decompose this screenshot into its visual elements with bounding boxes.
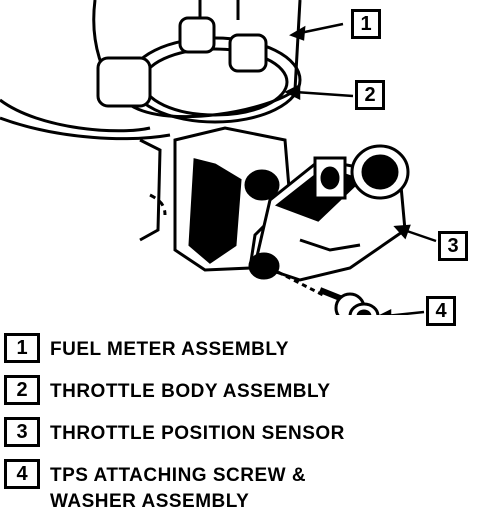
callout-3: 3 <box>438 231 468 261</box>
arrowhead-3 <box>393 224 411 240</box>
legend-label: FUEL METER ASSEMBLY <box>50 339 289 360</box>
legend-item-screw-washer: 4 TPS ATTACHING SCREW & WASHER ASSEMBLY <box>2 459 492 512</box>
legend-item-throttle-body: 2 THROTTLE BODY ASSEMBLY <box>2 375 492 417</box>
throttle-body-assembly <box>139 126 292 272</box>
callout-1: 1 <box>351 9 381 39</box>
exploded-view-drawing <box>0 0 437 315</box>
legend-number: 2 <box>4 375 40 405</box>
callout-4: 4 <box>426 296 456 326</box>
arrowhead-2 <box>284 83 301 101</box>
leader-lines <box>284 22 437 315</box>
legend-label: THROTTLE POSITION SENSOR <box>50 423 345 444</box>
legend-item-tps: 3 THROTTLE POSITION SENSOR <box>2 417 492 459</box>
legend-label: THROTTLE BODY ASSEMBLY <box>50 381 331 402</box>
legend-number: 4 <box>4 459 40 489</box>
fuel-meter-assembly <box>0 0 302 141</box>
throttle-position-sensor <box>248 144 410 282</box>
callout-2: 2 <box>355 80 385 110</box>
tps-screw-washer <box>269 266 380 315</box>
arrowhead-4 <box>379 308 392 315</box>
legend-number: 1 <box>4 333 40 363</box>
legend-label: TPS ATTACHING SCREW & WASHER ASSEMBLY <box>50 465 307 512</box>
parts-legend: 1 FUEL METER ASSEMBLY 2 THROTTLE BODY AS… <box>2 333 492 512</box>
arrowhead-1 <box>289 25 306 41</box>
legend-item-fuel-meter: 1 FUEL METER ASSEMBLY <box>2 333 492 375</box>
legend-number: 3 <box>4 417 40 447</box>
